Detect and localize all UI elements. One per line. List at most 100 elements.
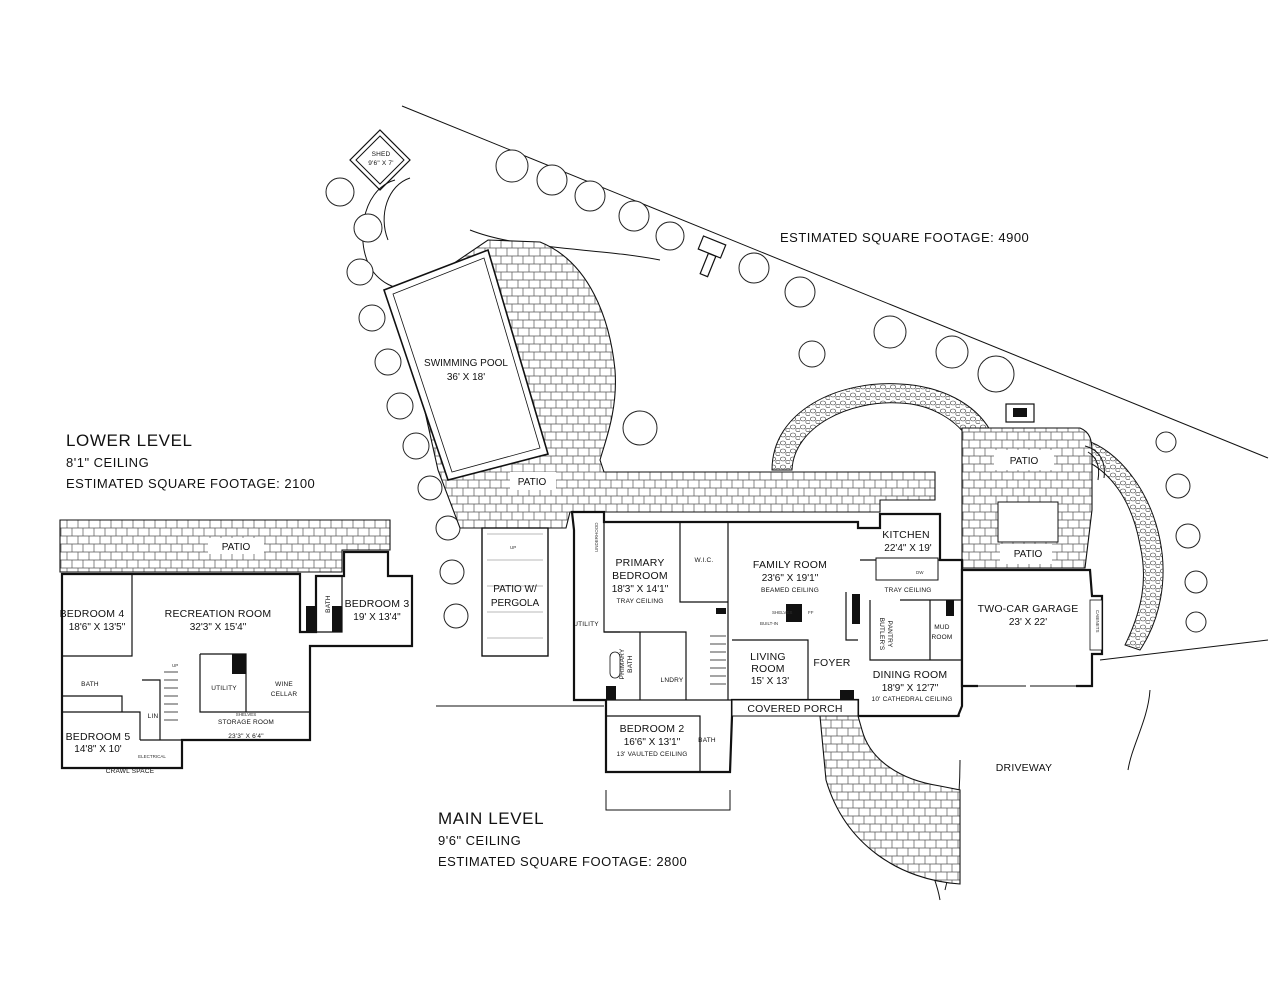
tree-icon (495, 149, 529, 183)
east-patio: PATIO PATIO (961, 403, 1105, 569)
tree-icon (977, 355, 1015, 393)
crawl-label: CRAWL SPACE (106, 768, 155, 775)
wic-label: W.I.C. (695, 557, 714, 564)
dining-dim: 18'9" X 12'7" (882, 683, 939, 694)
tree-icon (1175, 523, 1201, 549)
kitchen-name: KITCHEN (882, 529, 930, 541)
bedroom2-dim: 16'6" X 13'1" (624, 737, 681, 748)
living-name-2: ROOM (751, 663, 784, 675)
tree-icon (784, 276, 816, 308)
dw-note: DW (916, 570, 924, 575)
family-dim: 23'6" X 19'1" (762, 573, 819, 584)
tree-icon (622, 410, 658, 446)
tree-icon (386, 392, 414, 420)
bedroom3-name: BEDROOM 3 (345, 598, 410, 610)
shelves-lower: SHELVES (236, 712, 256, 717)
recreation-dim: 32'3" X 15'4" (190, 622, 247, 633)
lndry-label: LNDRY (661, 677, 684, 684)
kitchen-dim: 22'4" X 19' (884, 543, 931, 554)
pool-dim: 36' X 18' (447, 372, 485, 383)
tree-icon (325, 177, 355, 207)
mud-1: MUD (934, 624, 950, 631)
bedroom2-note: 13' VAULTED CEILING (617, 751, 688, 758)
pergola-line1: PATIO W/ (493, 584, 537, 595)
tub-icon (609, 651, 621, 679)
tree-icon (1184, 570, 1208, 594)
stairs (710, 635, 726, 685)
tree-icon (417, 475, 443, 501)
kitchen-note: TRAY CEILING (885, 587, 932, 594)
butlers-1: BUTLER'S (878, 618, 885, 651)
lin-label: LIN (148, 713, 159, 720)
shed-name: SHED (372, 151, 391, 158)
patio-east-label: PATIO (1010, 456, 1039, 467)
porch-label: COVERED PORCH (747, 703, 842, 715)
bedroom4-dim: 18'6" X 13'5" (69, 622, 126, 633)
family-note: BEAMED CEILING (761, 587, 819, 594)
total-footage: ESTIMATED SQUARE FOOTAGE: 4900 (780, 230, 1029, 245)
tree-icon (439, 559, 465, 585)
cabinets-note: CABINETS (1095, 610, 1100, 633)
recreation-name: RECREATION ROOM (165, 608, 272, 620)
pergola (481, 527, 549, 657)
driveway-label: DRIVEWAY (996, 762, 1052, 774)
bedroom5-name: BEDROOM 5 (66, 731, 131, 743)
lower-level-footage: ESTIMATED SQUARE FOOTAGE: 2100 (66, 476, 315, 491)
lower-stairs (164, 671, 178, 721)
primary-bed-note: TRAY CEILING (617, 598, 664, 605)
tree-icon (402, 432, 430, 460)
tree-icon (536, 164, 568, 196)
utility-lower-label: UTILITY (211, 685, 237, 692)
tree-icon (935, 335, 969, 369)
primary-bed-dim: 18'3" X 14'1" (612, 584, 669, 595)
living-name-1: LIVING (750, 651, 786, 663)
wine-2: CELLAR (271, 691, 298, 698)
patio-main-label: PATIO (518, 477, 547, 488)
lower-level-plan: PATIO BEDROOM 4 18'6" X 13'5" RECREATION… (59, 519, 414, 775)
bedroom5-dim: 14'8" X 10' (74, 744, 121, 755)
tree-line (325, 149, 1208, 633)
tree-icon (374, 348, 402, 376)
family-name: FAMILY ROOM (753, 559, 827, 571)
garage-name: TWO-CAR GARAGE (978, 603, 1079, 615)
underhood-note: UNDERHOOD (594, 522, 599, 552)
bath-a-label: BATH (81, 681, 99, 688)
pergola-line2: PERGOLA (491, 598, 540, 609)
main-level-ceiling: 9'6" CEILING (438, 833, 521, 848)
up-note: UP (510, 545, 516, 550)
tree-icon (873, 315, 907, 349)
utility-label: UTILITY (573, 621, 599, 628)
outdoor-grill (697, 235, 727, 278)
swimming-pool (382, 248, 550, 481)
electrical-note: ELECTRICAL (138, 754, 166, 759)
tree-icon (1165, 473, 1191, 499)
builtin-note: BUILT-IN (760, 621, 778, 626)
butlers-2: PANTRY (886, 621, 893, 648)
garage-dim: 23' X 22' (1009, 617, 1047, 628)
pool-name: SWIMMING POOL (424, 358, 508, 369)
primary-bed-name-1: PRIMARY (615, 557, 664, 569)
main-level-footage: ESTIMATED SQUARE FOOTAGE: 2800 (438, 854, 687, 869)
dining-note: 10' CATHEDRAL CEILING (872, 696, 953, 703)
tree-icon (1155, 431, 1177, 453)
kitchen-island (875, 557, 939, 581)
shelves-note: SHELVES (772, 610, 792, 615)
tree-icon (358, 304, 386, 332)
tree-icon (798, 340, 826, 368)
tree-icon (738, 252, 770, 284)
tree-icon (443, 603, 469, 629)
tree-icon (1185, 611, 1207, 633)
tree-icon (353, 213, 383, 243)
primary-bath-1: PRIMARY (619, 648, 626, 679)
lower-level-ceiling: 8'1" CEILING (66, 455, 149, 470)
living-dim: 15' X 13' (751, 676, 789, 687)
bath-b-label: BATH (325, 595, 332, 613)
up-lower-note: UP (172, 663, 178, 668)
tree-icon (655, 221, 685, 251)
tree-icon (574, 180, 606, 212)
shed-dim: 9'6" X 7' (368, 160, 393, 167)
lower-level-title: LOWER LEVEL (66, 431, 193, 450)
primary-bath-2: BATH (627, 655, 634, 673)
bedroom2-name: BEDROOM 2 (620, 723, 685, 735)
